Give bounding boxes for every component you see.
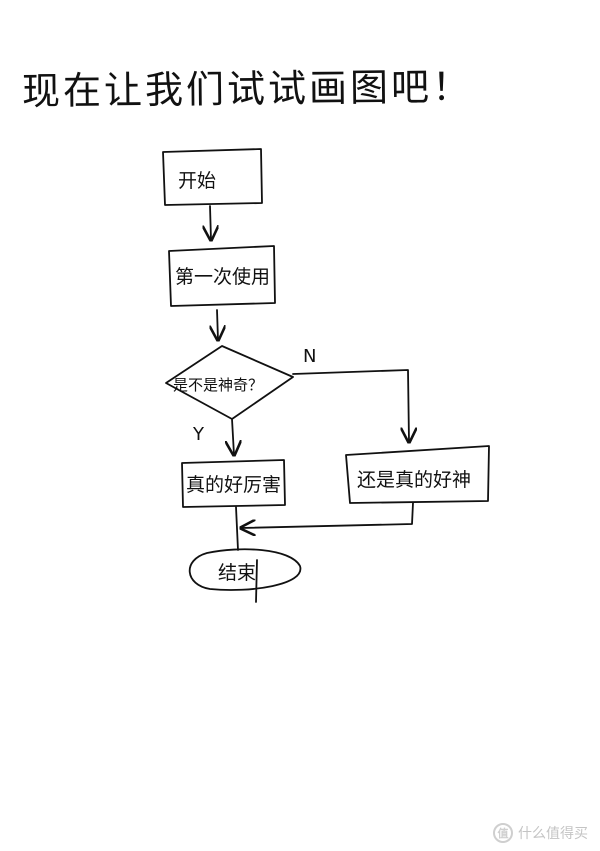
- watermark-text: 什么值得买: [518, 826, 588, 842]
- no-box: [345, 445, 490, 504]
- end-oval: [188, 548, 302, 591]
- no-branch-label: N: [303, 346, 316, 367]
- start-box: [162, 148, 263, 206]
- end-stroke: [255, 559, 258, 603]
- arrow-no-to-end: [241, 502, 414, 528]
- start-label: 开始: [178, 170, 216, 192]
- watermark: 值 什么值得买: [493, 823, 588, 843]
- yes-label: 真的好厉害: [186, 474, 281, 496]
- end-label: 结束: [218, 562, 256, 584]
- no-label: 还是真的好神: [357, 469, 471, 491]
- decision-label: 是不是神奇？: [173, 376, 263, 394]
- arrow-no-branch: [292, 369, 409, 442]
- yes-branch-label: Y: [192, 424, 205, 445]
- line-yes-to-end: [235, 506, 239, 551]
- yes-box: [181, 459, 286, 508]
- arrow-yes-branch: [232, 418, 234, 455]
- step1-box: [168, 245, 276, 307]
- arrow-start-step1: [210, 205, 211, 240]
- watermark-logo: 值: [493, 823, 513, 843]
- step1-label: 第一次使用: [175, 266, 270, 288]
- arrow-step1-decision: [217, 309, 218, 340]
